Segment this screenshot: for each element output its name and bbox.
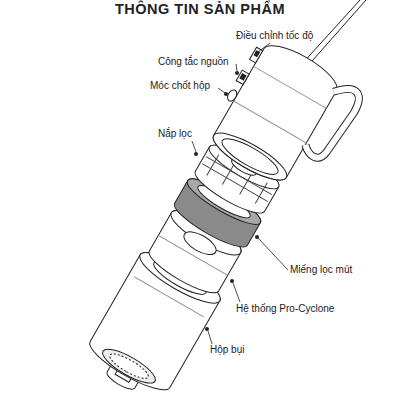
part-label: Hộp bụi bbox=[210, 344, 244, 356]
part-label: Móc chốt hộp bbox=[150, 80, 210, 92]
part-label: Nắp lọc bbox=[158, 128, 192, 140]
part-label: Công tắc nguồn bbox=[158, 56, 229, 68]
page-title: THÔNG TIN SẢN PHẨM bbox=[0, 1, 400, 17]
part-label: Miếng lọc mút bbox=[290, 264, 352, 276]
part-label: Điều chỉnh tốc độ bbox=[236, 30, 313, 42]
part-label: Hệ thống Pro-Cyclone bbox=[236, 303, 334, 315]
